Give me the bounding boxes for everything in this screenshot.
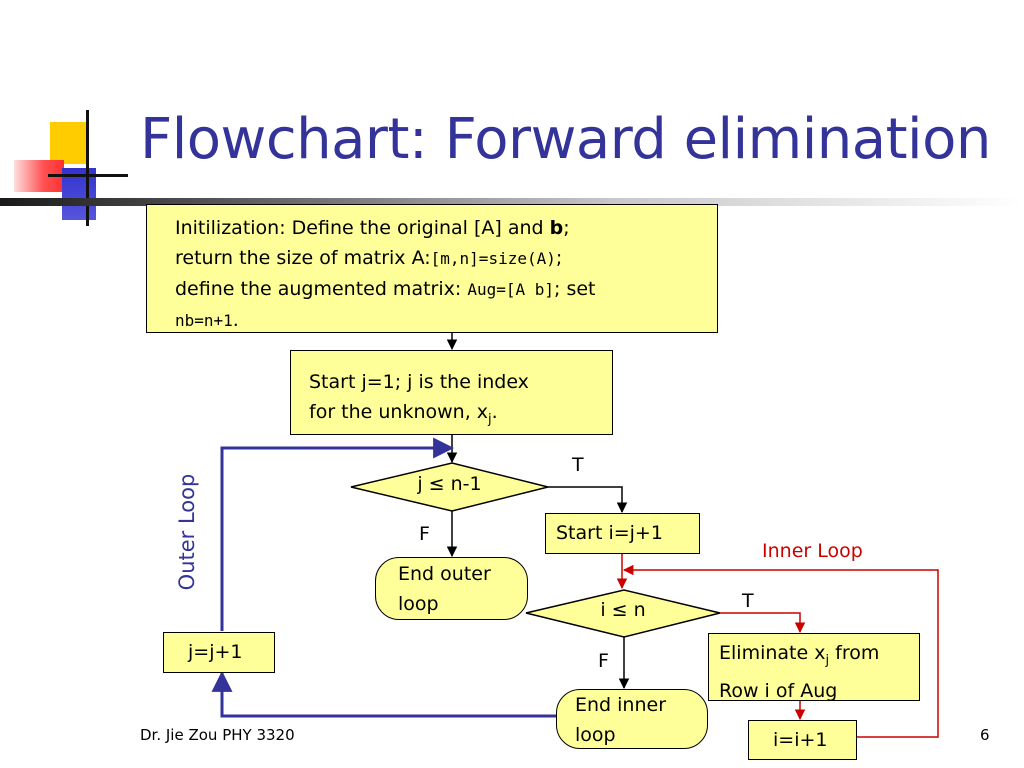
outer-loop-from-end-inner (211, 670, 556, 718)
inner-loop-back (622, 564, 939, 738)
slide-title: Flowchart: Forward elimination (140, 107, 991, 172)
outer-loop-to-cond-j (220, 437, 455, 631)
logo-yellow-square (50, 122, 88, 164)
init-box: Initilization: Define the original [A] a… (146, 204, 718, 333)
cond-j-label: j ≤ n-1 (417, 473, 482, 495)
start-j-box: Start j=1; j is the index for the unknow… (290, 350, 613, 435)
footer-author: Dr. Jie Zou PHY 3320 (140, 726, 295, 744)
cond-j-false-label: F (419, 523, 430, 545)
cond-i-true-label: T (742, 590, 754, 612)
page-number: 6 (980, 726, 990, 744)
inner-loop-label: Inner Loop (762, 540, 863, 562)
arrow-cond-j-true (548, 486, 628, 514)
arrow-cond-i-true (720, 612, 806, 634)
init-line-2: return the size of matrix A:[m,n]=size(A… (175, 247, 563, 269)
eliminate-line-2: Row i of Aug (719, 679, 838, 702)
logo-vertical-line (86, 110, 89, 226)
logo-horizontal-line (48, 174, 128, 177)
init-line-4: nb=n+1. (175, 309, 239, 331)
init-line-3: define the augmented matrix: Aug=[A b]; … (175, 278, 596, 300)
init-line-1: Initilization: Define the original [A] a… (175, 217, 570, 239)
end-outer-loop: End outer loop (375, 557, 528, 620)
increment-j-box: j=j+1 (163, 632, 275, 673)
title-rule (0, 198, 1024, 206)
outer-loop-label: Outer Loop (175, 473, 199, 591)
cond-i-label: i ≤ n (600, 599, 646, 621)
eliminate-box: Eliminate xj from Row i of Aug (708, 633, 920, 702)
eliminate-line-1: Eliminate xj from (719, 642, 880, 668)
cond-j-true-label: T (572, 454, 584, 476)
start-j-line-2: for the unknown, xj. (309, 401, 498, 427)
increment-i-box: i=i+1 (748, 720, 857, 760)
end-inner-loop: End inner loop (556, 689, 708, 749)
start-i-box: Start i=j+1 (545, 513, 700, 554)
cond-i-false-label: F (598, 650, 609, 672)
start-j-line-1: Start j=1; j is the index (309, 371, 529, 393)
